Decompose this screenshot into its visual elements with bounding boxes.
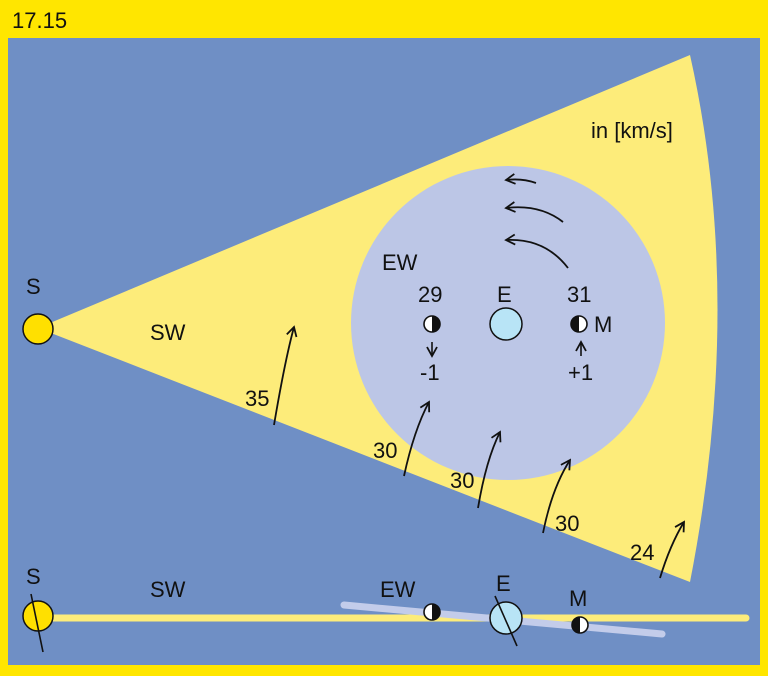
moon-phase-left <box>423 315 441 333</box>
wind-arrow-1 <box>273 325 298 426</box>
earth-wind-label-top: EW <box>382 250 418 275</box>
moon-phase-side-left <box>423 603 441 621</box>
figure-number: 17.15 <box>12 8 68 33</box>
moon-right-delta: +1 <box>568 360 593 385</box>
solar-wind-label-top: SW <box>150 320 186 345</box>
wind-arrow-2 <box>403 400 431 477</box>
sun-top <box>22 313 54 345</box>
earth-side <box>489 601 523 635</box>
wind-speed-4: 30 <box>555 511 579 536</box>
wind-speed-2: 30 <box>373 438 397 463</box>
solar-wind-label-side: SW <box>150 577 186 602</box>
moon-label-side: M <box>569 586 587 611</box>
wind-speed-3: 30 <box>450 468 474 493</box>
moon-left-speed: 29 <box>418 282 442 307</box>
unit-label: in [km/s] <box>591 118 673 143</box>
moon-phase-side-right <box>571 616 589 634</box>
wind-arrow-5 <box>659 520 685 579</box>
sun-label-side: S <box>26 564 41 589</box>
earth-top <box>489 307 523 341</box>
orbit-arrow-3 <box>504 233 569 269</box>
wind-arrow-4 <box>542 458 572 534</box>
moon-phase-right <box>570 315 588 333</box>
sun-label-top: S <box>26 274 41 299</box>
moon-right-speed: 31 <box>567 282 591 307</box>
wind-speed-1: 35 <box>245 386 269 411</box>
sun-axis <box>30 593 44 653</box>
moon-left-delta: -1 <box>420 360 440 385</box>
moon-label-top: M <box>594 312 612 337</box>
orbit-arrow-1 <box>504 173 537 185</box>
earth-label-top: E <box>497 282 512 307</box>
wind-speed-5: 24 <box>630 540 654 565</box>
earth-axis <box>494 595 518 647</box>
orbit-arrow-2 <box>504 201 564 223</box>
wind-arrow-3 <box>477 430 502 509</box>
earth-label-side: E <box>496 571 511 596</box>
earth-wind-label-side: EW <box>380 577 416 602</box>
